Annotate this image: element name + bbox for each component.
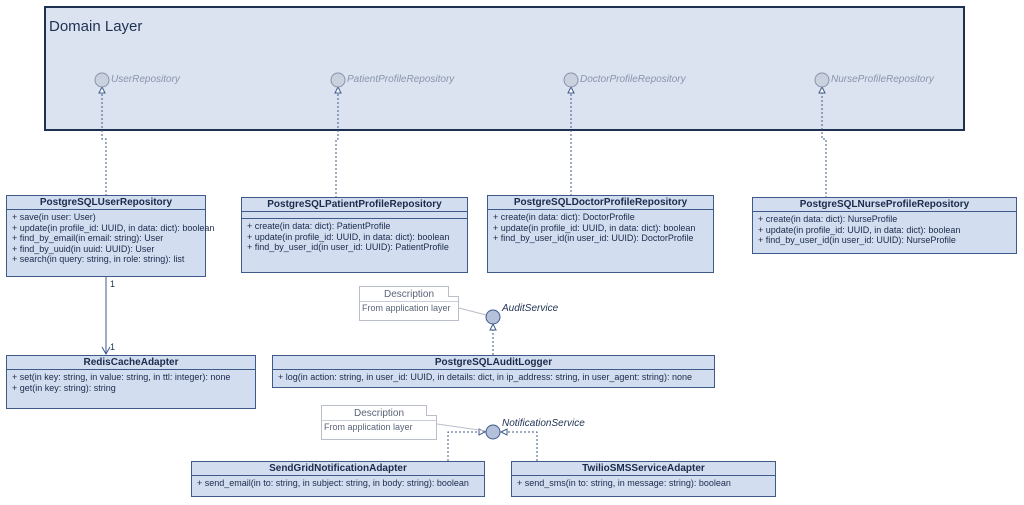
note-text: From application layer bbox=[360, 301, 458, 314]
note-anchor-notification bbox=[436, 423, 487, 432]
operation: + find_by_user_id(in user_id: UUID): Pat… bbox=[247, 242, 449, 252]
note-fold bbox=[448, 286, 459, 297]
audit-description-note[interactable]: Description From application layer bbox=[359, 286, 459, 321]
realization-user-repo bbox=[101, 87, 107, 196]
note-fold bbox=[426, 405, 437, 416]
operation: + create(in data: dict): PatientProfile bbox=[247, 221, 391, 231]
user-repository-label: UserRepository bbox=[111, 74, 180, 85]
class-postgresql-doctor-profile-repository[interactable]: PostgreSQLDoctorProfileRepository + crea… bbox=[487, 195, 714, 273]
audit-service-interface-circle bbox=[485, 309, 501, 325]
operation: + update(in profile_id: UUID, in data: d… bbox=[247, 231, 450, 242]
arrowhead-patient-repo bbox=[334, 85, 342, 94]
arrowhead-user-repo bbox=[98, 85, 106, 94]
operation: + create(in data: dict): NurseProfile bbox=[758, 214, 898, 224]
operation: + update(in profile_id: UUID, in data: d… bbox=[12, 222, 215, 233]
class-name: PostgreSQLDoctorProfileRepository bbox=[488, 196, 713, 210]
note-anchor-audit bbox=[458, 307, 487, 316]
operation: + send_sms(in to: string, in message: st… bbox=[517, 478, 731, 488]
domain-layer-package: Domain Layer bbox=[44, 6, 965, 131]
class-name: PostgreSQLUserRepository bbox=[7, 196, 205, 210]
nurse-profile-repository-interface-circle bbox=[814, 72, 830, 88]
realization-nurse-repo bbox=[821, 87, 827, 198]
class-name: TwilioSMSServiceAdapter bbox=[512, 462, 775, 476]
operation: + search(in query: string, in role: stri… bbox=[12, 254, 185, 264]
operation: + find_by_uuid(in uuid: UUID): User bbox=[12, 243, 155, 254]
operation: + update(in profile_id: UUID, in data: d… bbox=[758, 224, 961, 235]
class-name: RedisCacheAdapter bbox=[7, 356, 255, 370]
doctor-profile-repository-interface-circle bbox=[563, 72, 579, 88]
operation: + set(in key: string, in value: string, … bbox=[12, 372, 231, 382]
arrowhead-twilio bbox=[499, 428, 508, 436]
nurse-profile-repository-label: NurseProfileRepository bbox=[831, 74, 934, 85]
note-text: From application layer bbox=[322, 420, 436, 433]
class-name: PostgreSQLAuditLogger bbox=[273, 356, 714, 370]
realization-sendgrid bbox=[447, 431, 485, 461]
patient-profile-repository-interface-circle bbox=[330, 72, 346, 88]
operation: + find_by_user_id(in user_id: UUID): Doc… bbox=[493, 233, 694, 243]
operation: + get(in key: string): string bbox=[12, 382, 116, 393]
class-twilio-sms-service-adapter[interactable]: TwilioSMSServiceAdapter + send_sms(in to… bbox=[511, 461, 776, 497]
class-name: PostgreSQLNurseProfileRepository bbox=[753, 198, 1016, 212]
notification-service-label: NotificationService bbox=[502, 418, 585, 429]
class-postgresql-audit-logger[interactable]: PostgreSQLAuditLogger + log(in action: s… bbox=[272, 355, 715, 388]
package-title: Domain Layer bbox=[49, 18, 143, 35]
user-repository-interface-circle bbox=[94, 72, 110, 88]
multiplicity-source: 1 bbox=[110, 279, 116, 289]
arrowhead-nurse-repo bbox=[818, 85, 826, 94]
class-redis-cache-adapter[interactable]: RedisCacheAdapter + set(in key: string, … bbox=[6, 355, 256, 409]
note-title: Description bbox=[353, 408, 405, 419]
class-sendgrid-notification-adapter[interactable]: SendGridNotificationAdapter + send_email… bbox=[191, 461, 485, 497]
multiplicity-target: 1 bbox=[110, 342, 116, 352]
class-postgresql-nurse-profile-repository[interactable]: PostgreSQLNurseProfileRepository + creat… bbox=[752, 197, 1017, 254]
operation: + find_by_user_id(in user_id: UUID): Nur… bbox=[758, 235, 956, 245]
note-title: Description bbox=[383, 289, 435, 300]
operation: + update(in profile_id: UUID, in data: d… bbox=[493, 222, 696, 233]
arrowhead-doctor-repo bbox=[567, 85, 575, 94]
realization-patient-repo bbox=[335, 87, 339, 198]
association-arrowhead bbox=[101, 346, 111, 356]
audit-service-label: AuditService bbox=[502, 303, 559, 314]
doctor-profile-repository-label: DoctorProfileRepository bbox=[580, 74, 686, 85]
notification-service-interface-circle bbox=[485, 424, 501, 440]
class-postgresql-patient-profile-repository[interactable]: PostgreSQLPatientProfileRepository + cre… bbox=[241, 197, 468, 273]
operation: + find_by_email(in email: string): User bbox=[12, 233, 164, 243]
operation: + log(in action: string, in user_id: UUI… bbox=[278, 372, 692, 382]
arrowhead-audit bbox=[489, 322, 497, 331]
operation: + send_email(in to: string, in subject: … bbox=[197, 478, 469, 488]
realization-twilio bbox=[501, 431, 538, 461]
notification-description-note[interactable]: Description From application layer bbox=[321, 405, 437, 440]
operation: + create(in data: dict): DoctorProfile bbox=[493, 212, 635, 222]
class-postgresql-user-repository[interactable]: PostgreSQLUserRepository + save(in user:… bbox=[6, 195, 215, 277]
patient-profile-repository-label: PatientProfileRepository bbox=[347, 74, 455, 85]
class-name: SendGridNotificationAdapter bbox=[192, 462, 484, 476]
class-name: PostgreSQLPatientProfileRepository bbox=[242, 198, 467, 212]
operation: + save(in user: User) bbox=[12, 212, 96, 222]
